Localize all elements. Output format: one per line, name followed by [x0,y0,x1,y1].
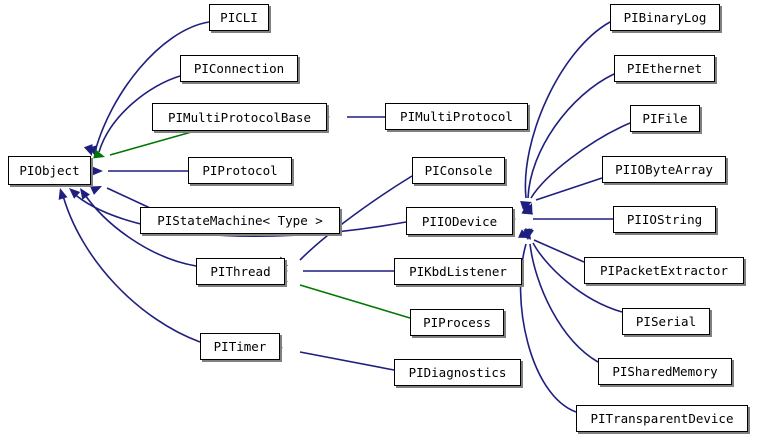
class-node-piserial[interactable]: PISerial [622,308,710,335]
class-node-label: PIFile [642,111,688,126]
class-node-label: PIProtocol [202,163,278,178]
arrowhead-picli-to-piobject [83,144,93,156]
arrowhead-pimultiprotocolbase-to-piobject [93,149,105,159]
class-node-label: PIPacketExtractor [600,263,728,278]
class-node-label: PIConnection [193,61,285,76]
class-node-pidiagnostics[interactable]: PIDiagnostics [394,359,521,386]
class-node-piethernet[interactable]: PIEthernet [614,55,715,82]
class-node-pipacketextractor[interactable]: PIPacketExtractor [584,257,744,284]
edge-pimultiprotocolbase-to-piobject [109,130,196,156]
edge-piiobytearray-to-piiodevice [535,177,603,201]
class-node-pikbdlistener[interactable]: PIKbdListener [394,258,522,285]
arrowhead-pithread-to-piobject [80,188,90,200]
class-node-label: PIObject [19,163,80,178]
class-node-piconnection[interactable]: PIConnection [180,55,298,82]
class-node-label: PITransparentDevice [590,411,734,426]
class-node-pitransparentdevice[interactable]: PITransparentDevice [576,405,748,432]
edge-pitransparentdevice-to-piiodevice [519,243,577,413]
class-node-label: PIEthernet [626,61,703,76]
edge-pifile-to-piiodevice [530,122,631,199]
edge-pipacketextractor-to-piiodevice [533,239,585,263]
class-node-label: PIIOByteArray [615,162,713,177]
class-node-label: PISerial [635,314,697,329]
class-node-piconsole[interactable]: PIConsole [412,157,505,184]
class-node-label: PIMultiProtocolBase [168,109,311,125]
class-node-pimultiprotocolbase[interactable]: PIMultiProtocolBase [152,103,327,131]
class-node-pitimer[interactable]: PITimer [200,333,280,360]
class-node-label: PITimer [213,339,267,354]
edge-pitimer-to-piobject [61,191,201,343]
arrowhead-pifile-to-piiodevice [523,203,533,215]
class-node-label: PIBinaryLog [623,10,707,25]
class-node-pisharedmemory[interactable]: PISharedMemory [598,358,732,385]
class-node-pimultiprotocol[interactable]: PIMultiProtocol [385,103,528,130]
class-node-picli[interactable]: PICLI [209,4,269,31]
arrowhead-piiobytearray-to-piiodevice [520,201,532,210]
edge-pisharedmemory-to-piiodevice [529,243,599,363]
edge-piconnection-to-piobject [98,75,181,153]
edge-pibinarylog-to-piiodevice [524,21,611,199]
class-node-piiobytearray[interactable]: PIIOByteArray [602,156,726,183]
class-node-piprocess[interactable]: PIProcess [410,309,504,336]
class-node-pibinarylog[interactable]: PIBinaryLog [610,4,720,31]
edge-piprocess-to-pithread [299,284,411,319]
arrowhead-piprotocol-to-piobject [92,166,103,176]
class-node-label: PIProcess [423,315,491,330]
class-node-label: PISharedMemory [612,364,718,379]
class-node-label: PIConsole [424,163,493,178]
class-node-label: PICLI [220,10,258,25]
class-node-pithread[interactable]: PIThread [196,258,285,285]
class-node-label: PIThread [210,264,271,279]
arrowhead-piiodevice-to-piobject [69,188,81,199]
edge-picli-to-piobject [94,21,210,153]
edge-pidiagnostics-to-pitimer [299,351,395,371]
class-node-label: PIStateMachine< Type > [157,213,323,228]
arrowhead-pistatemachine-to-piobject [90,186,102,195]
class-node-piobject[interactable]: PIObject [8,156,91,185]
class-node-piprotocol[interactable]: PIProtocol [188,157,292,184]
arrowhead-pitimer-to-piobject [58,188,68,200]
class-node-label: PIIOString [626,212,703,227]
class-node-piiostring[interactable]: PIIOString [613,206,716,233]
class-node-label: PIKbdListener [409,264,507,279]
edge-piconsole-to-pithread [299,175,413,261]
class-node-label: PIMultiProtocol [400,109,513,124]
edge-pistatemachine-to-piobject [106,187,151,209]
class-node-label: PIDiagnostics [408,365,507,380]
class-node-pifile[interactable]: PIFile [630,105,700,132]
class-node-pistatemachine[interactable]: PIStateMachine< Type > [140,207,340,234]
class-node-label: PIIODevice [421,213,498,229]
arrowhead-pitransparentdevice-to-piiodevice [524,228,534,240]
class-node-piiodevice[interactable]: PIIODevice [406,207,513,235]
edge-piserial-to-piiodevice [532,242,623,313]
edge-pithread-to-piobject [82,191,197,267]
edge-piethernet-to-piiodevice [527,73,615,199]
